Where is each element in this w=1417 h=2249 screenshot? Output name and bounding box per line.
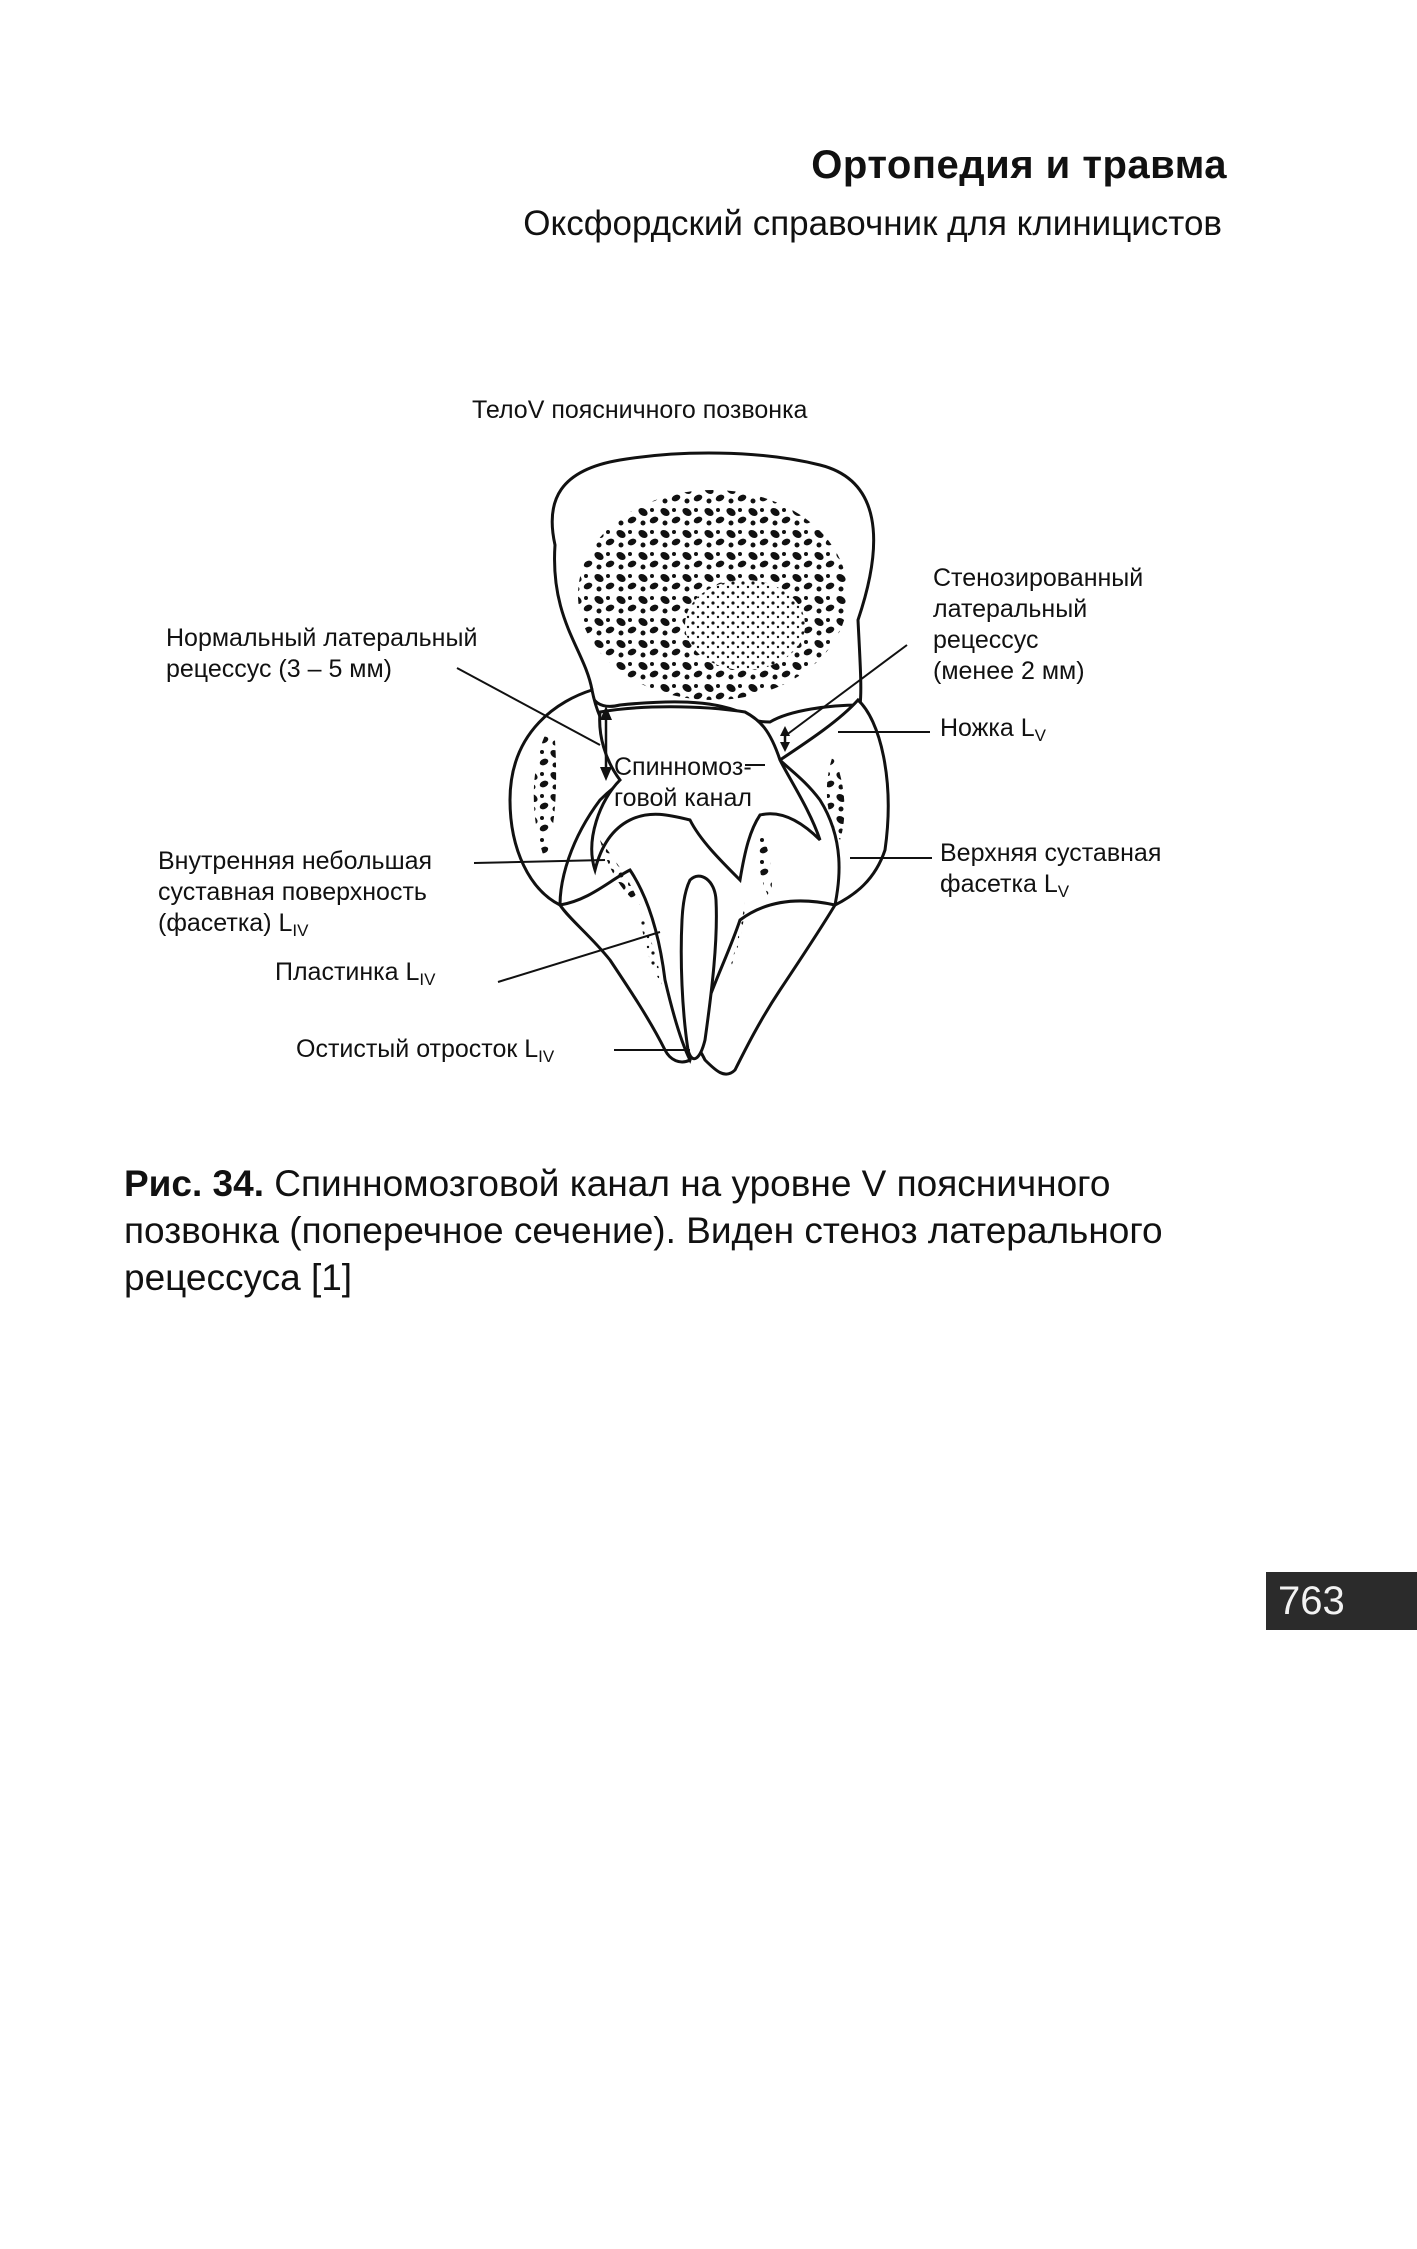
label-spinous-process: Остистый отросток LIV bbox=[296, 1035, 555, 1066]
book-subtitle: Оксфордский справочник для клиницистов bbox=[523, 204, 1222, 243]
page-number: 763 bbox=[1266, 1572, 1417, 1630]
label-pedicle: Ножка LV bbox=[940, 714, 1046, 745]
book-title: Ортопедия и травма bbox=[811, 143, 1227, 187]
spinal-canal-outline bbox=[590, 705, 822, 884]
label-inferior-facet: Внутренняя небольшая суставная поверхнос… bbox=[158, 847, 433, 940]
label-normal-recess: Нормальный латеральный рецессус (3 – 5 м… bbox=[166, 624, 478, 683]
caption-text: Спинномозговой канал на уровне V пояснич… bbox=[124, 1163, 1163, 1298]
label-vertebral-body: ТелоV поясничного позвонка bbox=[472, 396, 808, 424]
spinous-process-tip bbox=[679, 874, 718, 1061]
leader-stenotic-recess bbox=[784, 644, 908, 737]
leader-lamina bbox=[497, 931, 661, 983]
label-lamina: Пластинка LIV bbox=[275, 958, 436, 989]
label-spinal-canal: Спинномоз- говой канал bbox=[614, 753, 752, 812]
leader-inferior-facet bbox=[473, 859, 606, 864]
label-stenotic-recess: Стенозированный латеральный рецессус (ме… bbox=[933, 564, 1144, 685]
caption-prefix: Рис. 34. bbox=[124, 1163, 264, 1204]
figure-caption: Рис. 34. Спинномозговой канал на уровне … bbox=[124, 1160, 1244, 1301]
label-superior-facet: Верхняя суставная фасетка LV bbox=[940, 839, 1162, 901]
leader-normal-recess bbox=[456, 667, 601, 746]
